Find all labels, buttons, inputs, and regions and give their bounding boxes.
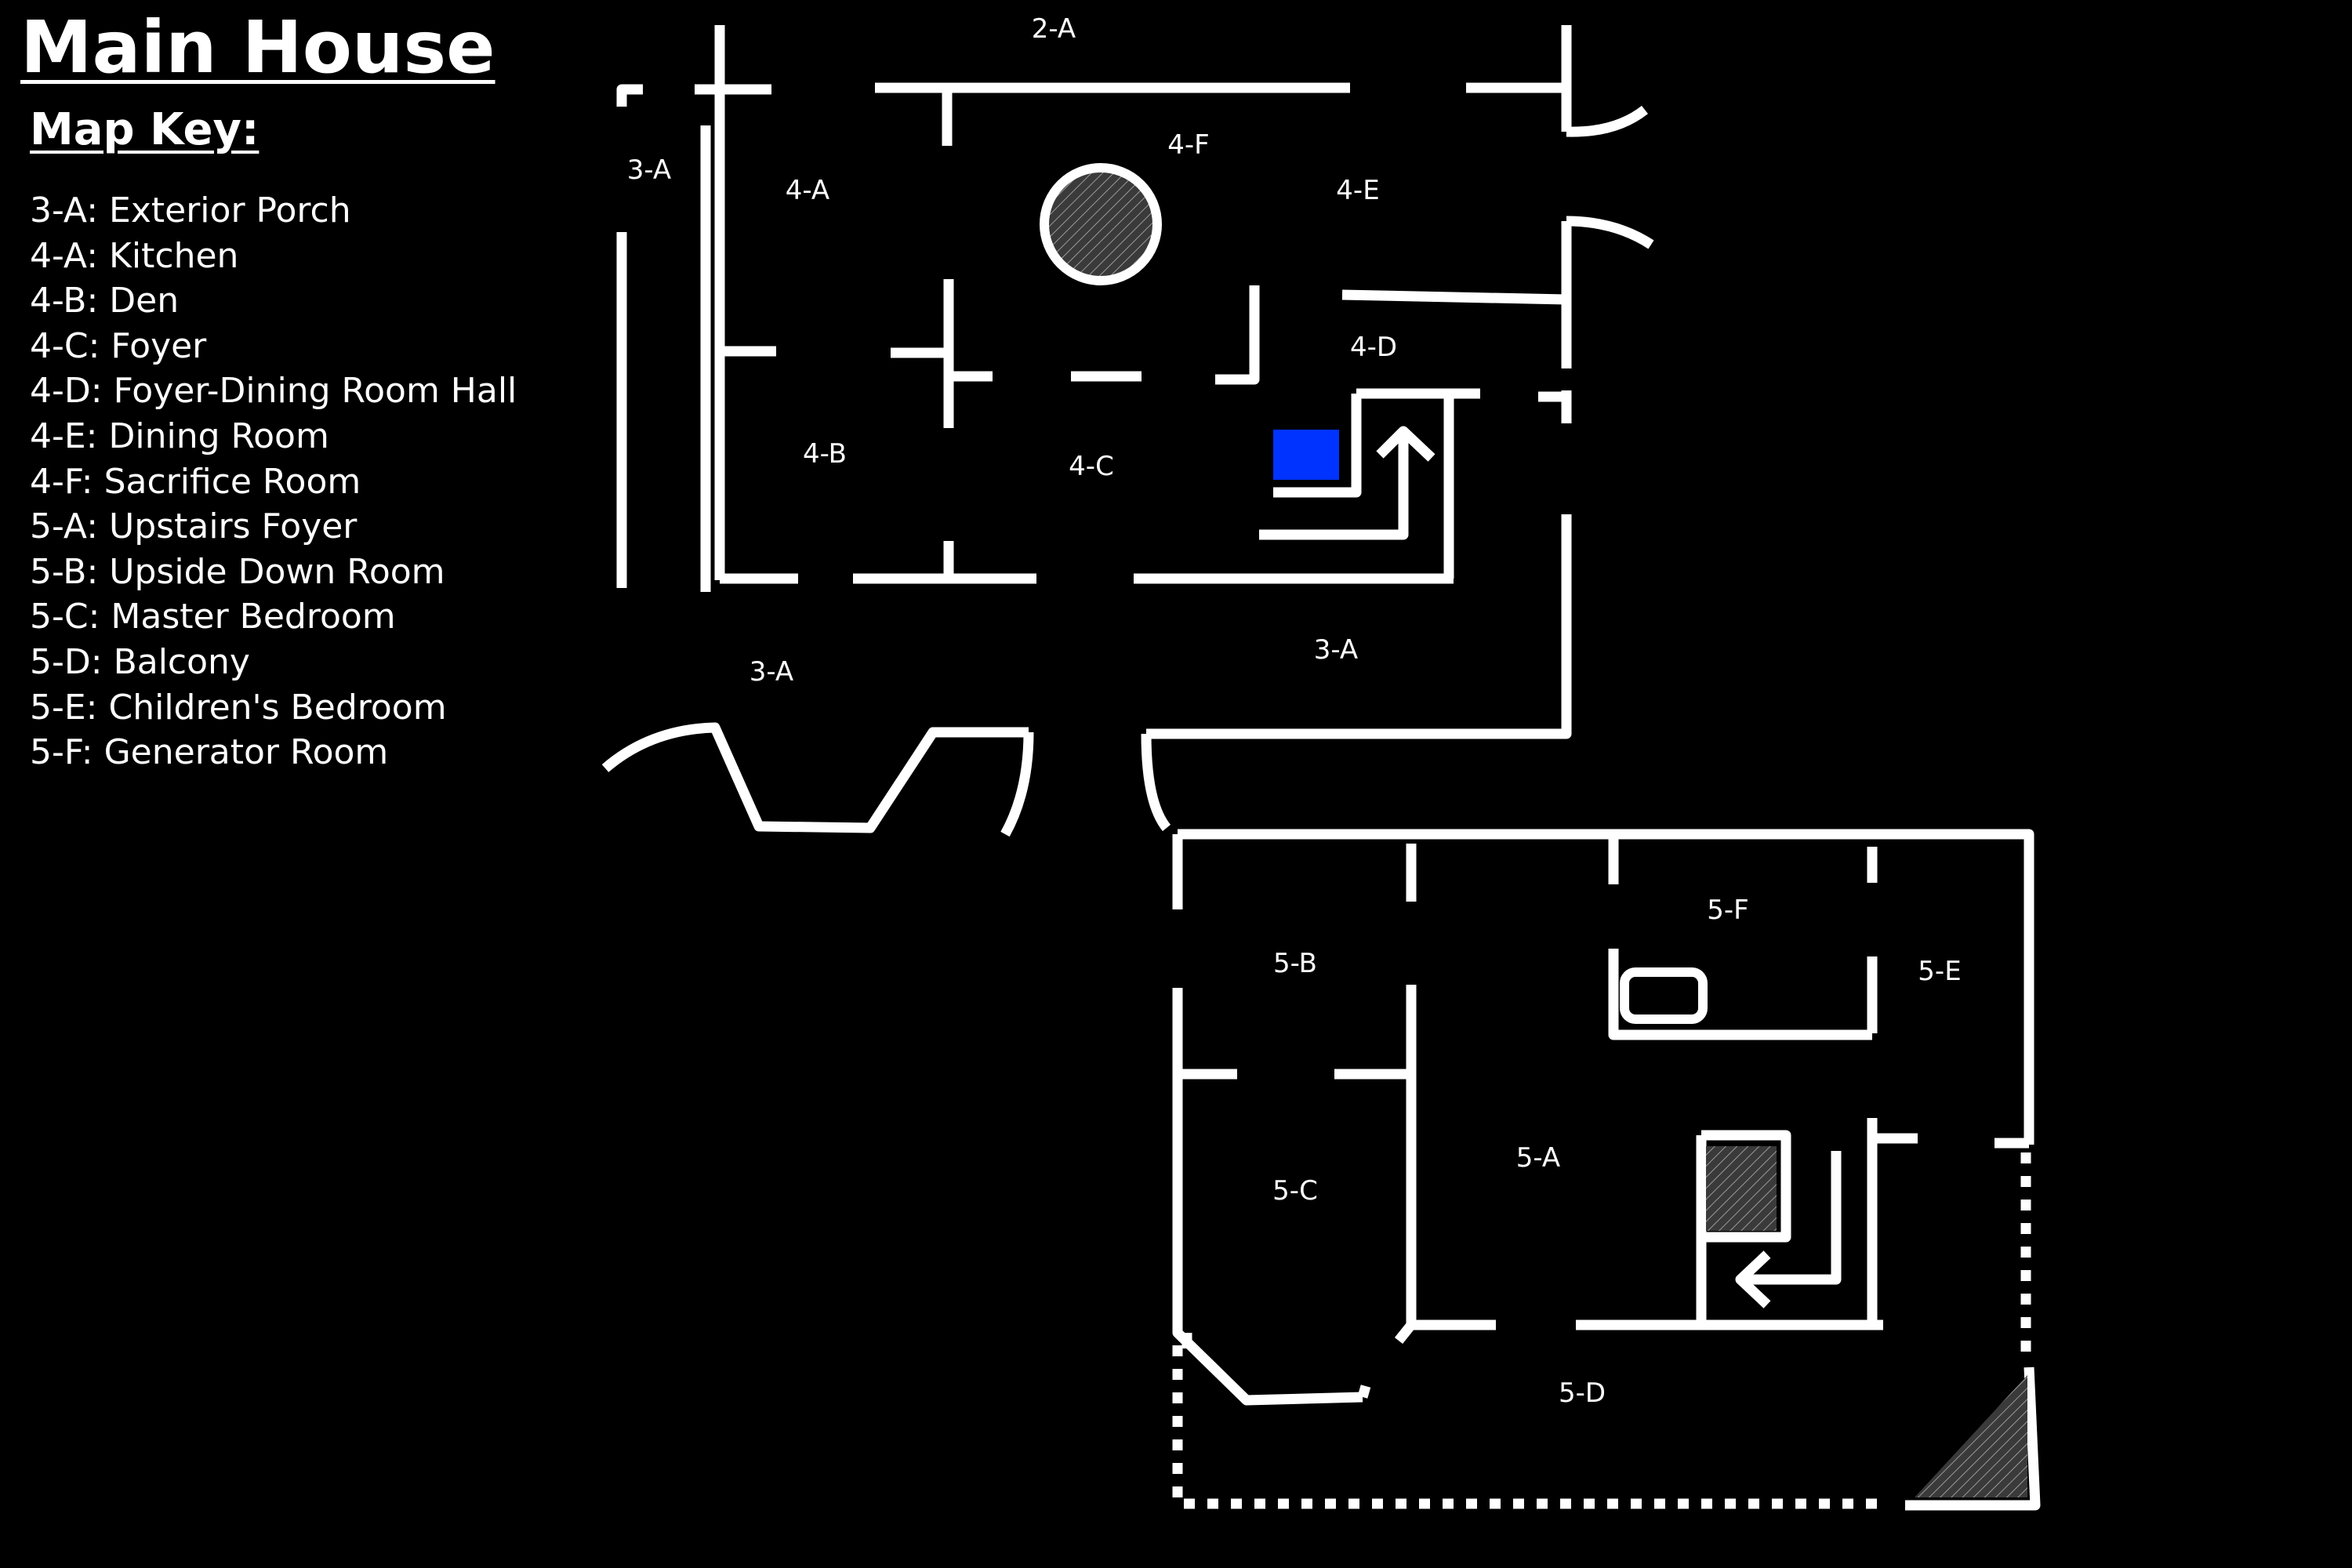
room-label-5a: 5-A [1516,1142,1560,1174]
room-labels: 2-A 3-A 4-A 4-F 4-E 4-D 4-B 4-C 3-A 3-A … [627,13,1962,1409]
player-marker-icon[interactable] [1273,430,1339,480]
room-label-5d: 5-D [1559,1377,1606,1409]
map-key-item: 5-D: Balcony [30,641,250,682]
balcony-corner-hatch [1915,1375,2027,1497]
map-key-item: 4-F: Sacrifice Room [30,461,361,502]
map-key-item: 5-E: Children's Bedroom [30,687,447,728]
map-key-item: 3-A: Exterior Porch [30,191,351,230]
stairwell-hatch [1706,1146,1777,1231]
room-label-3a: 3-A [750,656,793,688]
room-label-4b: 4-B [803,438,847,470]
room-label-3a: 3-A [627,154,671,186]
room-label-5f: 5-F [1707,895,1748,926]
map-key-item: 4-B: Den [30,281,180,321]
map-key-item: 5-A: Upstairs Foyer [30,506,358,547]
room-label-5c: 5-C [1272,1175,1318,1207]
generator-icon [1620,967,1708,1024]
first-floor-walls [601,25,1654,837]
map-key-title: Map Key: [30,104,260,155]
room-label-5e: 5-E [1918,956,1961,987]
room-label-4f: 4-F [1167,129,1209,161]
room-label-3a: 3-A [1314,634,1358,666]
map-key-item: 5-C: Master Bedroom [30,597,396,637]
map-key-item: 5-F: Generator Room [30,732,389,773]
room-label-4e: 4-E [1336,175,1379,206]
room-label-4c: 4-C [1069,451,1114,482]
stairs-up-arrow-icon [1376,426,1436,462]
room-label-4a: 4-A [786,175,829,206]
map-key-item: 4-A: Kitchen [30,235,239,276]
page-title: Main House [20,5,495,89]
room-label-5b: 5-B [1273,948,1317,979]
map-key-item: 4-E: Dining Room [30,416,329,456]
map-key-list: 3-A: Exterior Porch 4-A: Kitchen 4-B: De… [30,188,517,775]
second-floor-walls [1172,829,2041,1511]
map-key-item: 4-C: Foyer [30,325,207,366]
room-label-4d: 4-D [1350,332,1397,363]
balcony-railing [1172,1345,1889,1509]
stairs-down-arrow-icon [1735,1250,1771,1308]
map-key-item: 5-B: Upside Down Room [30,551,445,592]
room-label-2a: 2-A [1032,13,1076,45]
map-key-item: 4-D: Foyer-Dining Room Hall [30,371,517,412]
circle-pit-icon [1040,163,1162,285]
